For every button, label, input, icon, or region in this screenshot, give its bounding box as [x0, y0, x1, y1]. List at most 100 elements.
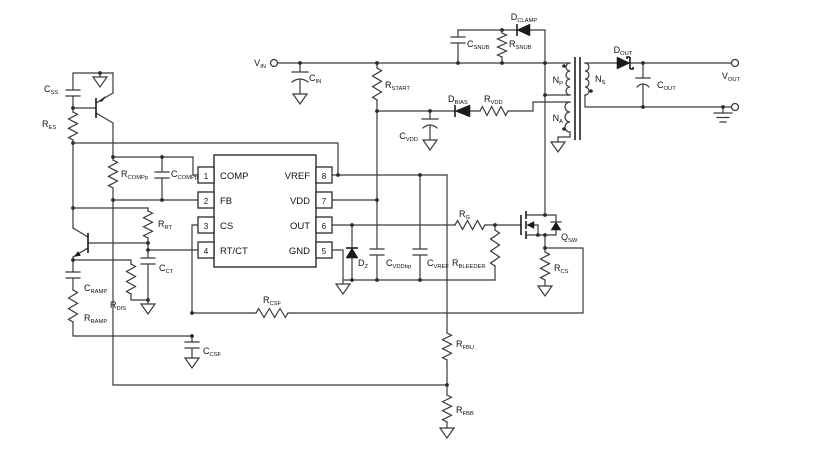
resistor-rsnub: [496, 32, 508, 58]
ground-icon: [536, 285, 554, 298]
resistor-rstart: [371, 67, 383, 101]
dbias-diode-icon: [454, 104, 471, 118]
pin-label-comp: COMP: [220, 171, 249, 182]
pin-label-vdd: VDD: [290, 196, 310, 207]
aux-phase-dot: [562, 127, 566, 131]
dout-diode-icon: [616, 56, 631, 70]
dclamp-diode-icon: [516, 23, 531, 37]
aux-winding: [564, 101, 571, 133]
core: [574, 57, 581, 140]
pin-label-vref: VREF: [285, 171, 311, 182]
resistor-rcs: [539, 251, 551, 281]
vout-return-terminal: [730, 102, 740, 112]
primary-phase-dot: [562, 64, 566, 68]
label-ns: NS: [595, 74, 606, 86]
label-dout: DOUT: [614, 45, 633, 57]
label-vout: VOUT: [722, 71, 741, 83]
mosfet-arrow: [526, 221, 535, 229]
resistor-rrt: [142, 210, 154, 239]
junction-dots: [71, 28, 725, 387]
secondary-phase-dot: [589, 89, 593, 93]
label-csnub: CSNUB: [467, 39, 490, 51]
terminals: [269, 58, 740, 112]
resistors: [67, 32, 551, 423]
ic-body: [213, 154, 317, 268]
labels: CSS RES RCOMPp CCOMPp RRT CCT RDIS CRAMP…: [42, 12, 741, 417]
primary-winding: [565, 62, 571, 96]
label-rramp: RRAMP: [84, 313, 107, 325]
label-cvref: CVREF: [427, 258, 449, 270]
pwm-controller-ic: 1 2 3 4 8 7 6 5 COMP FB CS RT/CT VREF VD…: [197, 154, 333, 268]
label-ccsf: CCSF: [203, 346, 222, 358]
pin-label-rtct: RT/CT: [220, 246, 248, 257]
label-dz: DZ: [358, 258, 369, 270]
resistor-rdis: [125, 263, 137, 295]
mosfet-qsw: [520, 211, 562, 249]
ground-icon: [549, 141, 567, 154]
label-cvddbp: CVDDbp: [386, 258, 411, 270]
label-rcs: RCS: [554, 263, 569, 275]
label-res: RES: [42, 119, 56, 131]
label-dbias: DBIAS: [448, 94, 468, 106]
pin-number: 4: [204, 247, 209, 256]
label-np: NP: [553, 75, 564, 87]
label-rg: RG: [459, 209, 471, 221]
bjt-lower: [73, 233, 89, 257]
diodes: [345, 23, 634, 259]
label-cct: CCT: [159, 263, 174, 275]
label-cout: COUT: [657, 80, 676, 92]
ground-icon: [438, 427, 456, 440]
wires: [65, 29, 733, 429]
pin-number: 7: [322, 197, 327, 206]
ground-icon: [421, 139, 439, 152]
ground-icon: [334, 283, 352, 296]
label-cramp: CRAMP: [84, 283, 107, 295]
label-rfbu: RFBU: [456, 339, 474, 351]
resistor-rfbu: [441, 332, 453, 361]
pin-number: 6: [322, 222, 327, 231]
ground-icon: [91, 76, 109, 89]
dz-diode-icon: [345, 247, 359, 259]
pin-number: 5: [322, 247, 327, 256]
label-qsw: QSW: [561, 232, 578, 244]
transformer: [562, 57, 593, 140]
label-cvdd: CVDD: [399, 131, 418, 143]
label-rbleeder: RBLEEDER: [452, 258, 486, 270]
pin-number: 8: [322, 172, 327, 181]
resistor-rfbb: [441, 394, 453, 423]
label-css: CSS: [44, 84, 58, 96]
resistor-rramp: [67, 289, 79, 323]
pin-label-gnd: GND: [289, 246, 310, 257]
secondary-winding: [584, 62, 590, 96]
label-rfbb: RFBB: [456, 405, 474, 417]
resistor-res: [67, 111, 79, 141]
resistor-rcomp: [107, 159, 119, 189]
label-rsnub: RSNUB: [509, 39, 532, 51]
label-rcomp: RCOMPp: [121, 169, 148, 181]
ground-icon: [183, 357, 201, 370]
label-rstart: RSTART: [385, 80, 410, 92]
label-dclamp: DCLAMP: [511, 12, 538, 24]
label-ccomp: CCOMPp: [171, 169, 198, 181]
ground-icon: [291, 93, 309, 106]
label-rrt: RRT: [158, 219, 173, 231]
resistor-rcsf: [255, 307, 289, 319]
label-rvdd: RVDD: [484, 94, 503, 106]
pin-label-out: OUT: [290, 221, 310, 232]
bjt-upper-emitter-arrow: [98, 96, 106, 102]
label-na: NA: [553, 113, 564, 125]
resistor-rbleeder: [489, 229, 501, 267]
label-cin: CIN: [309, 73, 321, 85]
resistor-rg: [454, 219, 486, 231]
pin-number: 2: [204, 197, 209, 206]
vout-terminal: [730, 58, 740, 68]
bjt-lower-emitter-arrow: [73, 251, 81, 257]
label-rdis: RDIS: [110, 300, 126, 312]
pin-label-fb: FB: [220, 196, 232, 207]
body-diode-icon: [550, 221, 562, 231]
bjt-upper: [95, 96, 106, 118]
label-rcsf: RCSF: [263, 295, 282, 307]
resistor-rvdd: [479, 105, 509, 117]
